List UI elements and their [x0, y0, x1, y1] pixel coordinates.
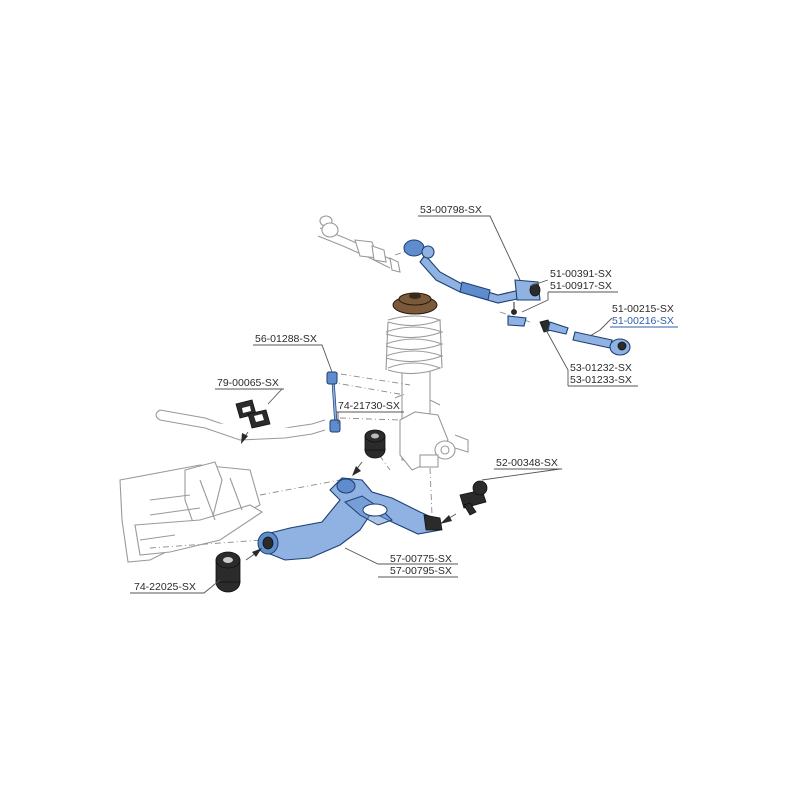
ball-joint-part [459, 480, 488, 516]
label-outer-end-a: 51-00215-SX [612, 303, 674, 315]
label-tie-rod-end-a: 51-00391-SX [550, 268, 612, 280]
label-tie-rod: 53-00798-SX [420, 204, 482, 216]
label-bush: 74-22025-SX [134, 581, 196, 593]
inner-nut-part [539, 319, 569, 335]
outer-tie-rod-part [572, 331, 631, 356]
strut-assembly [385, 315, 469, 471]
driveshaft [317, 215, 401, 273]
subframe [119, 461, 264, 563]
label-inner-a: 53-01232-SX [570, 362, 632, 374]
label-stab-bush: 79-00065-SX [217, 377, 279, 389]
label-arm-a: 57-00775-SX [390, 553, 452, 565]
label-arm-b: 57-00795-SX [390, 565, 452, 577]
stabilizer-bar [155, 409, 326, 441]
control-arm-bushing-part [364, 429, 386, 459]
assembly-arrows [241, 431, 457, 561]
tie-rod-end-part [507, 302, 527, 327]
strut-top-mount [392, 292, 438, 315]
label-link-bottom: 74-21730-SX [338, 400, 400, 412]
stabilizer-bushing-part [235, 399, 271, 429]
label-ball-joint: 52-00348-SX [496, 457, 558, 469]
label-inner-b: 53-01233-SX [570, 374, 632, 386]
label-outer-end-b: 51-00216-SX [612, 315, 674, 327]
part-labels: 53-00798-SX 51-00391-SX 51-00917-SX 51-0… [130, 204, 678, 594]
label-tie-rod-end-b: 51-00917-SX [550, 280, 612, 292]
tie-rod-part [403, 239, 541, 304]
lower-control-arm-part [257, 477, 443, 561]
label-link-top: 56-01288-SX [255, 333, 317, 345]
bush-part [215, 551, 241, 593]
stabilizer-link-part [326, 371, 341, 433]
